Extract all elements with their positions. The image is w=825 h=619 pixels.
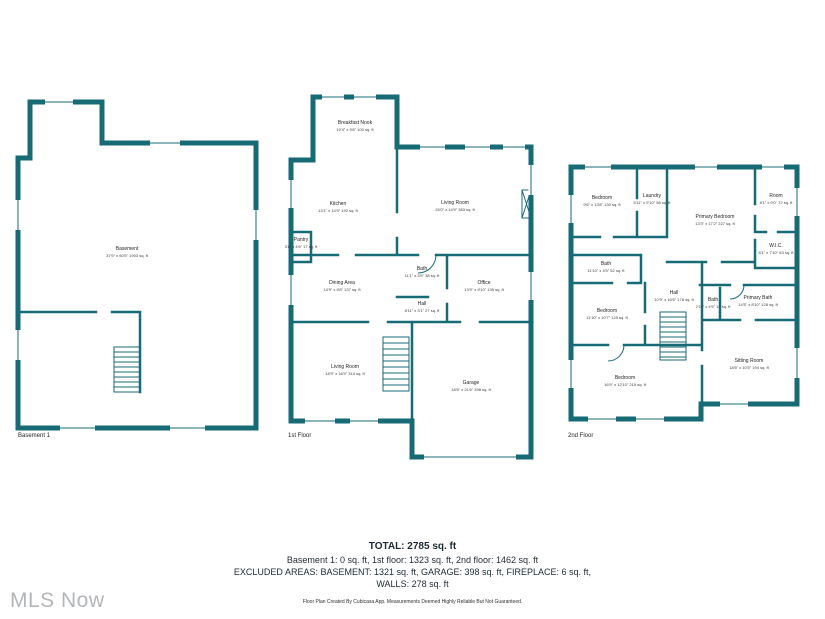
door-arcs	[607, 284, 745, 362]
first-floor-interior-walls	[289, 145, 533, 423]
caption-second-floor: 2nd Floor	[568, 433, 594, 439]
disclaimer-text: Floor Plan Created By Cubicasa App. Meas…	[302, 599, 523, 605]
floor-areas-line: Basement 1: 0 sq. ft, 1st floor: 1323 sq…	[286, 555, 539, 565]
excluded-areas-line: EXCLUDED AREAS: BASEMENT: 1321 sq. ft, G…	[233, 567, 592, 577]
second-floor-windows	[568, 164, 800, 422]
basement-stairs-icon	[113, 346, 141, 393]
basement-outline	[15, 99, 259, 431]
caption-first-floor: 1st Floor	[288, 433, 312, 439]
area-summary: TOTAL: 2785 sq. ft Basement 1: 0 sq. ft,…	[0, 541, 825, 605]
second-floor-stairs-icon	[659, 311, 687, 361]
second-floor-interior-walls	[569, 165, 799, 406]
caption-basement: Basement 1	[18, 433, 51, 439]
second-floor-outline	[568, 164, 800, 422]
door-arcs	[417, 254, 437, 274]
mls-now-logo: MLS Now	[10, 589, 105, 612]
walls-area-line: WALLS: 278 sq. ft	[376, 579, 449, 589]
total-area: TOTAL: 2785 sq. ft	[368, 541, 457, 552]
basement-windows	[15, 99, 259, 431]
basement-floorplan	[15, 99, 259, 431]
second-floor-plan	[568, 164, 800, 422]
first-floor-windows	[288, 94, 534, 460]
first-floor-plan	[288, 94, 534, 460]
first-floor-stairs-icon	[382, 336, 410, 392]
